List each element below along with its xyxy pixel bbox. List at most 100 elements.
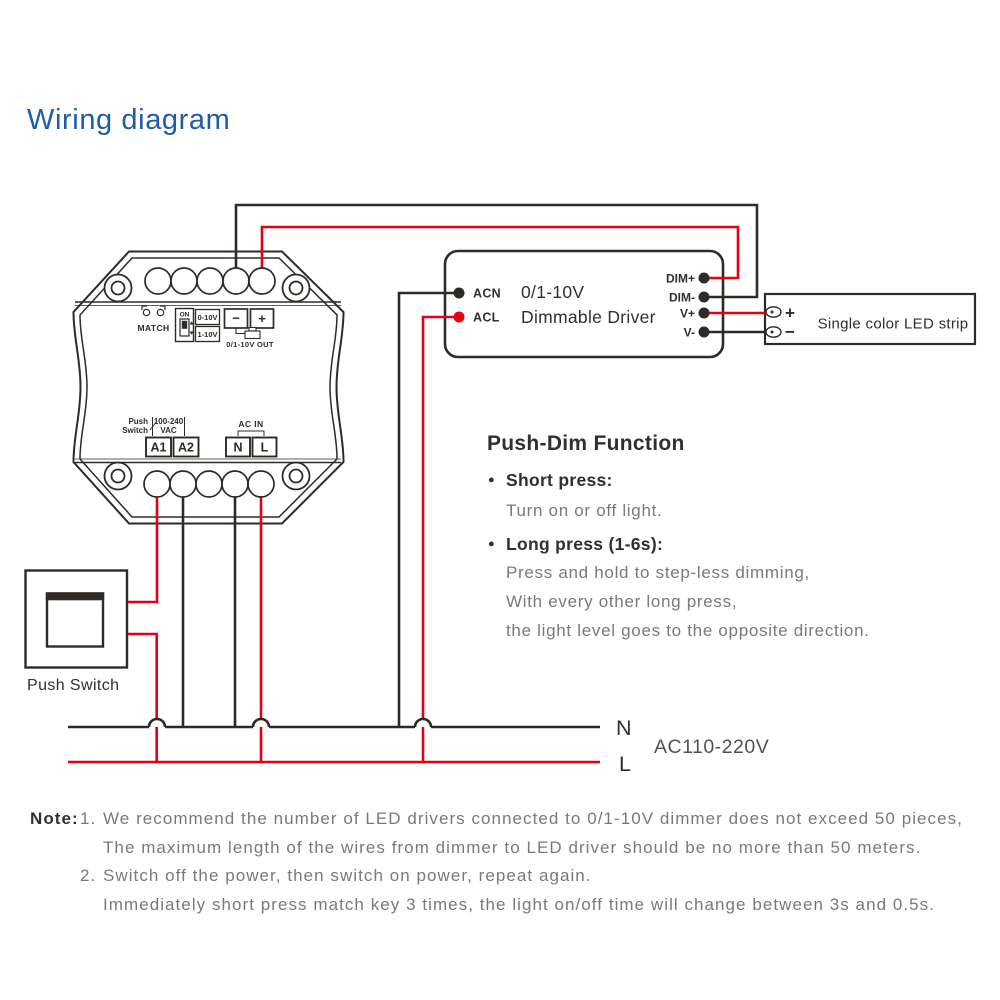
led-strip-label: Single color LED strip (818, 316, 969, 333)
push-switch-label: Push Switch (27, 677, 119, 694)
push-dim-line: the light level goes to the opposite dir… (506, 621, 870, 640)
note-number (80, 891, 103, 920)
push-dim-line: Press and hold to step-less dimming, (506, 563, 810, 582)
vac-label-line1: 100-240 (154, 417, 184, 426)
acn-label: ACN (473, 287, 501, 301)
n-rail-hops (147, 717, 433, 728)
push-label-line2: Switch (122, 426, 148, 435)
mains-voltage-label: AC110-220V (654, 736, 769, 758)
dim-minus-label: DIM- (669, 291, 695, 305)
dip-arrow-up-icon (189, 321, 194, 325)
n-rail-label: N (616, 716, 632, 740)
note-text: Switch off the power, then switch on pow… (103, 866, 592, 885)
terminal-a1-label: A1 (151, 441, 167, 455)
push-label-line1: Push (128, 417, 148, 426)
dip-slider-knob (181, 320, 188, 329)
l-rail-label: L (619, 752, 631, 776)
v-plus-label: V+ (680, 307, 695, 321)
dip-on-label: ON (180, 312, 190, 319)
note-number (80, 834, 103, 863)
driver-labels: ACN ACL 0/1-10V Dimmable Driver DIM+ DIM… (453, 272, 710, 340)
match-icon (141, 305, 166, 317)
acl-label: ACL (473, 311, 500, 325)
dim-minus-dot (698, 291, 710, 303)
push-dim-line: With every other long press, (506, 592, 738, 611)
page-title: Wiring diagram (27, 104, 231, 136)
push-dim-line: Turn on or off light. (506, 501, 663, 520)
v-minus-label: V- (684, 326, 695, 340)
led-strip-box (763, 292, 977, 346)
acn-terminal-dot (453, 287, 465, 299)
push-dim-heading-long-press: Long press (1-6s): (506, 534, 664, 554)
wire-acl (421, 315, 456, 761)
screw-icon (288, 280, 304, 296)
note-block: Note: 1. We recommend the number of LED … (30, 805, 990, 919)
wire-switch-to-l (128, 632, 158, 761)
terminal-l-box (251, 436, 278, 458)
terminal-n-box (225, 436, 251, 458)
power-rails (68, 717, 600, 764)
note-text: The maximum length of the wires from dim… (103, 837, 922, 857)
terminal-a2-box (172, 436, 200, 458)
push-switch-rocker-bar (45, 592, 105, 601)
bullet-icon: ● (488, 538, 495, 550)
push-label-tick (149, 420, 158, 431)
out-minus-label: − (232, 311, 240, 326)
led-plus-pad-dot (770, 310, 774, 314)
wires (128, 203, 767, 761)
wire-dim-plus (260, 225, 740, 280)
push-switch (24, 569, 129, 669)
note-number: 2. (80, 866, 97, 885)
mode-1-10v-label: 1-10V (197, 330, 217, 339)
terminal-hole (221, 470, 249, 498)
terminal-a2-label: A2 (178, 441, 194, 455)
dim-plus-label: DIM+ (666, 272, 695, 286)
bullet-icon: ● (488, 474, 495, 486)
dimmer-inner-shell (79, 257, 338, 518)
led-plus-sign: + (785, 304, 795, 323)
mode-0-10v-label: 0-10V (197, 313, 217, 322)
terminal-hole (248, 267, 276, 295)
led-minus-pad-dot (770, 330, 774, 334)
v-plus-dot (698, 307, 710, 319)
dimmer-screws (103, 273, 311, 491)
note-text: We recommend the number of LED drivers c… (103, 809, 963, 828)
vac-label-line2: VAC (160, 426, 177, 435)
terminal-n-label: N (233, 441, 242, 455)
terminal-hole (195, 470, 223, 498)
wire-dimmer-to-switch (128, 497, 159, 604)
terminal-hole (170, 267, 198, 295)
acl-terminal-dot (453, 311, 465, 323)
out-plus-terminal (249, 308, 275, 329)
wire-acn (397, 291, 456, 727)
note-text: Immediately short press match key 3 time… (103, 894, 935, 914)
note-line-4: Immediately short press match key 3 time… (30, 891, 990, 920)
note-line-1: Note: 1. We recommend the number of LED … (30, 805, 990, 834)
push-dim-title: Push-Dim Function (487, 432, 685, 455)
terminal-hole (143, 470, 171, 498)
screw-icon (110, 280, 126, 296)
driver-name-line2: Dimmable Driver (521, 307, 656, 327)
ac-in-label: AC IN (238, 419, 263, 429)
terminal-hole (247, 470, 275, 498)
out-caption: 0/1-10V OUT (226, 340, 274, 349)
driver-name-line1: 0/1-10V (521, 282, 584, 302)
mode-1-10v-box (194, 325, 221, 343)
push-switch-inner (45, 592, 105, 648)
terminal-l-label: L (261, 441, 269, 455)
match-label: MATCH (137, 323, 169, 333)
wire-dim-minus (234, 203, 759, 299)
led-strip-details: + − Single color LED strip (765, 304, 969, 342)
note-line-2: The maximum length of the wires from dim… (30, 834, 990, 863)
driver-box (443, 249, 725, 359)
dim-plus-dot (698, 272, 710, 284)
v-minus-dot (698, 326, 710, 338)
terminal-hole (222, 267, 250, 295)
dimmer-panel: MATCH ON 0-10V 1-10V − + 0/1-10V OUT Pus… (122, 305, 278, 458)
terminal-hole (144, 267, 172, 295)
dip-arrow-down-icon (189, 331, 194, 335)
out-connector-icon (235, 326, 261, 340)
mode-0-10v-box (194, 308, 221, 326)
note-line-3: 2. Switch off the power, then switch on … (30, 862, 990, 891)
